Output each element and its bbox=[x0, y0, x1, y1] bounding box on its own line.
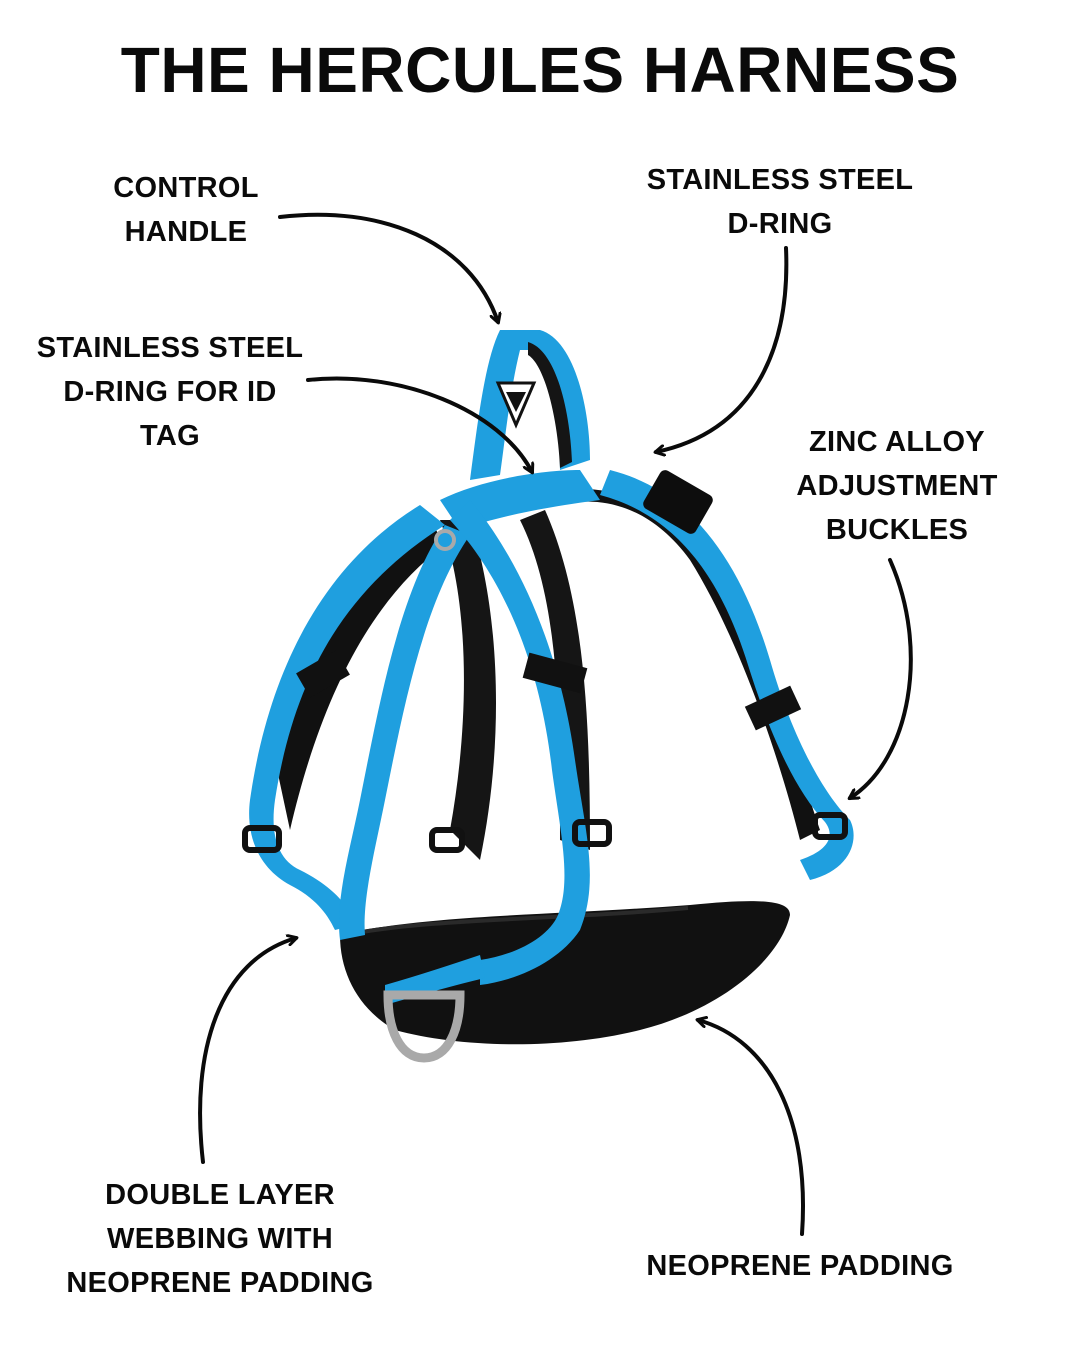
center-back-strap bbox=[450, 500, 590, 985]
arrow-neoprene bbox=[698, 1020, 805, 1236]
left-loop-strap bbox=[249, 505, 445, 930]
callout-line: NEOPRENE PADDING bbox=[646, 1250, 954, 1282]
callout-line: ZINC ALLOY bbox=[809, 426, 985, 458]
callout-control-handle: CONTROL HANDLE bbox=[96, 166, 276, 254]
callout-line: ADJUSTMENT bbox=[796, 470, 998, 502]
adjuster bbox=[429, 827, 465, 853]
keeper bbox=[522, 652, 588, 694]
arrow-double-layer bbox=[198, 938, 296, 1164]
left-chest-strap bbox=[339, 525, 470, 940]
callout-line: CONTROL bbox=[113, 172, 259, 204]
callout-double-layer-webbing: DOUBLE LAYER WEBBING WITH NEOPRENE PADDI… bbox=[40, 1173, 400, 1305]
arrow-steel-d-ring bbox=[656, 246, 789, 452]
callout-line: TAG bbox=[140, 420, 200, 452]
callout-line: D-RING FOR ID bbox=[63, 376, 277, 408]
arrow-zinc-buckles bbox=[850, 558, 913, 798]
callout-steel-d-ring: STAINLESS STEEL D-RING bbox=[630, 158, 930, 246]
callout-line: BUCKLES bbox=[825, 514, 969, 546]
callout-line: HANDLE bbox=[124, 216, 248, 248]
callout-line: STAINLESS STEEL bbox=[36, 332, 304, 364]
arrow-id-tag-ring bbox=[306, 376, 532, 472]
arrow-control-handle bbox=[278, 212, 498, 322]
callout-line: WEBBING WITH bbox=[107, 1223, 333, 1255]
control-handle-padding bbox=[528, 342, 572, 468]
back-strap-padding bbox=[440, 520, 497, 860]
chest-pad bbox=[340, 901, 790, 1045]
front-d-ring bbox=[383, 990, 465, 1063]
adjuster bbox=[242, 825, 282, 853]
callout-zinc-buckles: ZINC ALLOY ADJUSTMENT BUCKLES bbox=[772, 420, 1022, 552]
keeper bbox=[296, 650, 350, 698]
keeper bbox=[744, 685, 802, 731]
adjuster bbox=[572, 819, 612, 847]
chest-pad-edge bbox=[344, 906, 689, 937]
logo-mark bbox=[506, 392, 526, 412]
callout-id-tag-ring: STAINLESS STEEL D-RING FOR ID TAG bbox=[20, 326, 320, 458]
callout-line: D-RING bbox=[727, 208, 833, 240]
callout-line: DOUBLE LAYER bbox=[105, 1179, 335, 1211]
id-tag-ring bbox=[434, 529, 456, 551]
right-loop-padding bbox=[560, 488, 820, 840]
side-release-buckle bbox=[643, 470, 713, 534]
page-title: THE HERCULES HARNESS bbox=[120, 34, 960, 106]
callout-neoprene-padding: NEOPRENE PADDING bbox=[620, 1244, 980, 1288]
callout-line: STAINLESS STEEL bbox=[646, 164, 914, 196]
adjuster bbox=[812, 812, 848, 840]
callout-line: NEOPRENE PADDING bbox=[66, 1267, 374, 1299]
